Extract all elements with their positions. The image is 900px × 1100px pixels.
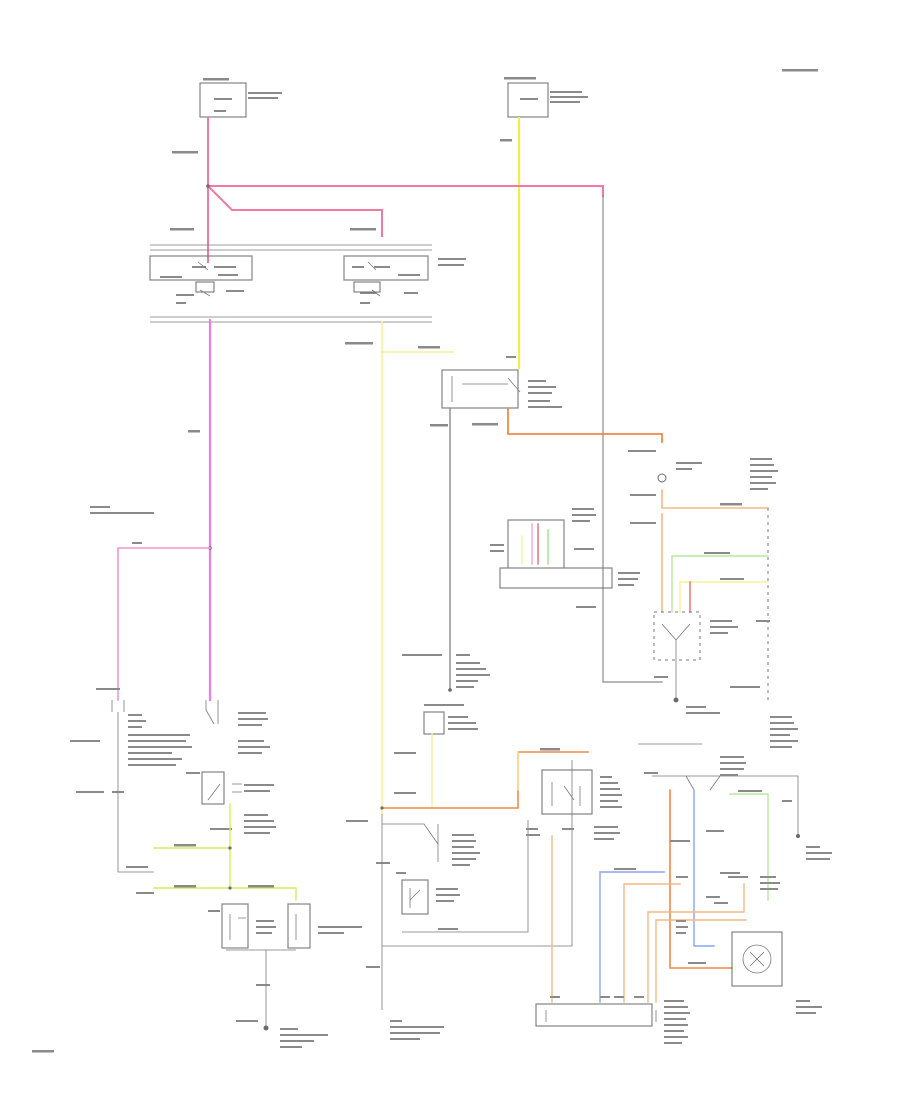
bottom-connector	[535, 996, 690, 1044]
control-module-panel	[149, 244, 466, 323]
blower-relay-lower	[346, 820, 480, 915]
wire-orange-blower	[507, 407, 663, 443]
mode-switch-assembly	[526, 769, 622, 840]
wire-light-green-switch	[671, 555, 769, 613]
mode-door-motor	[731, 931, 822, 1014]
fuse-block-right	[504, 77, 588, 118]
wire-orange-mode	[669, 789, 733, 969]
blower-motor	[628, 450, 778, 524]
wire-light-green-mode	[729, 793, 769, 901]
fuse-block-left	[199, 78, 282, 118]
wire-black-ground-left	[226, 949, 296, 1028]
blower-switch	[653, 611, 770, 661]
wire-tan-mode-2	[655, 919, 747, 1003]
wire-blue-mode	[599, 789, 715, 1003]
page-ref-mark	[782, 69, 818, 72]
wire-tan-blower	[661, 489, 769, 509]
wire-black-center-lower	[381, 760, 573, 1010]
wire-gray-right-vertical	[602, 195, 663, 683]
wire-light-pink-branch	[117, 547, 211, 701]
compressor-relay	[208, 903, 276, 949]
ground-point-left	[263, 1025, 269, 1031]
mode-actuator	[644, 716, 832, 860]
blower-relay	[441, 356, 562, 409]
wire-tan-mode-1	[551, 835, 745, 1003]
wire-yellow-green-lower	[153, 803, 297, 901]
ac-switch-panel	[70, 688, 192, 894]
wire-orange-lower	[381, 751, 589, 809]
wire-pink-branch	[206, 184, 383, 237]
wire-pink-bus	[207, 185, 604, 197]
wire-yellow-switch	[679, 581, 769, 613]
ac-pressure-switch	[186, 700, 276, 834]
thermo-fuse-center	[394, 704, 478, 794]
compressor-clutch	[287, 903, 362, 949]
ground-point-blower	[673, 697, 679, 703]
blower-resistor	[490, 508, 640, 608]
